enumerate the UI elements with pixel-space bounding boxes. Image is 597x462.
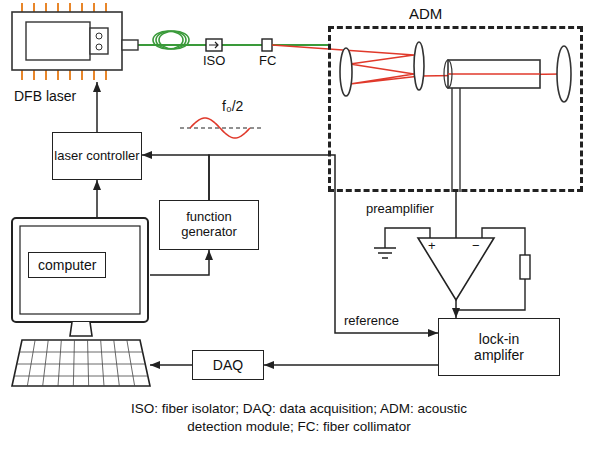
laser-beam (272, 45, 562, 84)
monitor (12, 218, 148, 322)
module-label: ADM (409, 5, 442, 22)
collimator-symbol (262, 39, 272, 51)
laser-pin (93, 3, 95, 12)
sine-wave (190, 118, 250, 138)
box-label: DAQ (213, 357, 243, 373)
box-label: laser controller (54, 149, 139, 164)
process-box: DAQ (192, 350, 264, 380)
box-label: lock-in amplifer (457, 331, 541, 363)
connector (142, 155, 209, 200)
laser-port (96, 44, 102, 50)
connector (455, 192, 457, 238)
laser-pin (81, 70, 83, 80)
keyboard (12, 340, 150, 386)
end-mirror (557, 46, 571, 102)
connector (138, 44, 328, 46)
acoustic-tube (448, 60, 540, 88)
isolator-symbol (206, 39, 222, 51)
key-row (17, 364, 145, 365)
laser-pin (69, 3, 71, 12)
laser-beam (448, 73, 540, 75)
feedback-resistor (520, 255, 530, 279)
key-column (73, 340, 74, 386)
laser-pin (45, 70, 47, 80)
monitor-stand (70, 322, 92, 336)
connector (264, 364, 438, 366)
laser-pin (21, 70, 23, 80)
key-column (88, 340, 89, 386)
input-sign: − (472, 239, 480, 254)
laser-pin (57, 70, 59, 80)
key-column (58, 340, 61, 386)
figure-caption: ISO: fiber isolator; DAQ: data acquisiti… (118, 400, 480, 436)
part-label: ISO (203, 54, 225, 69)
key-column (101, 340, 104, 386)
laser-pin (105, 70, 107, 80)
key-column (127, 340, 135, 386)
laser-housing (12, 12, 122, 70)
detection-module: ADM (328, 26, 583, 192)
laser-port (96, 33, 102, 39)
laser-pin (57, 3, 59, 12)
connector (96, 82, 98, 132)
fiber-coil (153, 31, 189, 49)
input-sign: + (428, 239, 436, 254)
isolator-arrow (209, 42, 218, 48)
key-row (14, 376, 148, 377)
connector (96, 180, 98, 218)
process-box: function generator (159, 200, 259, 250)
concave-mirror (340, 48, 352, 96)
laser-label: DFB laser (14, 88, 76, 104)
fiber-connector (122, 40, 138, 50)
key-column (43, 340, 49, 386)
part-label: FC (259, 54, 276, 69)
amplifier-triangle: preamplifier+− (418, 238, 494, 300)
laser-source: DFB laser (8, 2, 138, 82)
connector (150, 364, 192, 366)
laser-pin (21, 3, 23, 12)
screen-label: computer (28, 252, 106, 278)
amplifier-outline (418, 238, 494, 300)
keyboard-keys (14, 340, 148, 386)
tuning-fork-lead (459, 88, 460, 192)
tuning-fork-lead (451, 88, 452, 192)
key-column (114, 340, 120, 386)
lens (414, 42, 424, 90)
connector (150, 250, 209, 275)
signal-label: f₀/2 (222, 98, 243, 114)
laser-pins (22, 3, 106, 80)
key-row (19, 352, 142, 353)
laser-pin (105, 3, 107, 12)
connector (455, 300, 457, 318)
ground-symbol (374, 248, 396, 258)
amplifier-label: preamplifier (366, 202, 434, 217)
laser-pin (93, 70, 95, 80)
key-column (27, 340, 35, 386)
laser-pin (33, 3, 35, 12)
process-box: laser controller (52, 132, 142, 180)
screen (20, 226, 140, 314)
laser-window (90, 28, 108, 54)
sine-axis (180, 127, 262, 128)
process-box: lock-in amplifer (438, 318, 560, 376)
tube-end (444, 60, 452, 88)
laser-pin (81, 3, 83, 12)
computer-icon: computer (10, 218, 150, 388)
laser-pin (33, 70, 35, 80)
laser-pin (45, 3, 47, 12)
laser-chip-box (26, 22, 90, 60)
laser-pin (69, 70, 71, 80)
signal-label: reference (342, 314, 401, 329)
box-label: function generator (160, 210, 258, 240)
